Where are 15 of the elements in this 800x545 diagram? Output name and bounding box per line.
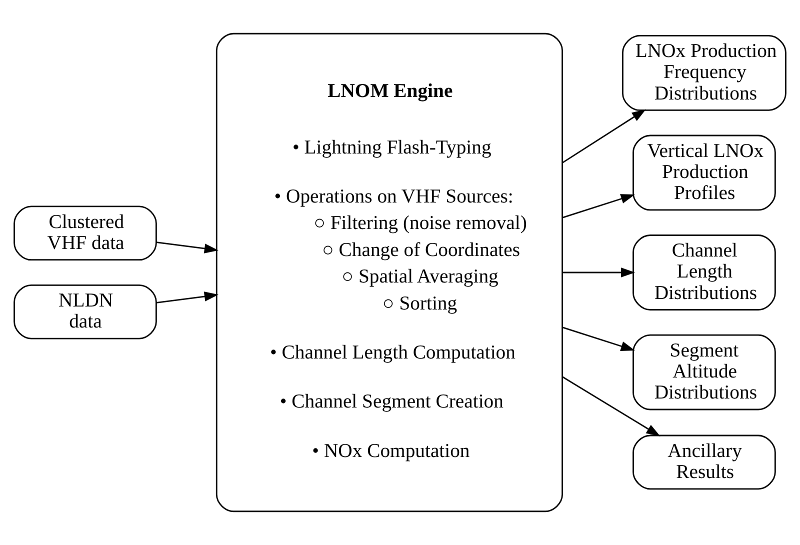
arrow: [562, 376, 660, 436]
arrow: [562, 194, 635, 218]
node-box: LNOM Engine • Lightning Flash-Typing • Operations on VHF Sources: ○ Filtering (noise removal) ○ Change of Coordinates ○ Spatial Averaging ○ Sorting • Channel Length Computation • Channel Segment Creation • NOx Computation: [216, 32, 563, 512]
node-box: Ancillary Results: [632, 434, 776, 490]
arrow: [156, 292, 218, 304]
arrow: [562, 326, 635, 351]
node-box: Clustered VHF data: [14, 206, 157, 261]
node-box: LNOx Production Frequency Distributions: [622, 35, 786, 111]
arrow: [156, 242, 218, 254]
arrow: [562, 268, 636, 278]
node-box: Channel Length Distributions: [632, 234, 776, 310]
node-box: Segment Altitude Distributions: [632, 334, 776, 410]
node-box: NLDN data: [14, 284, 157, 340]
arrow: [562, 109, 646, 164]
node-box: Vertical LNOx Production Profiles: [632, 134, 776, 211]
